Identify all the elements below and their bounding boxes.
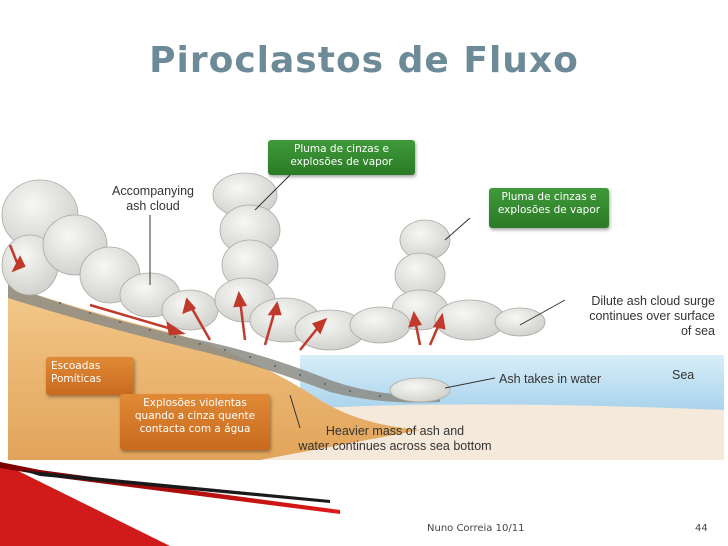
label-sea: Sea (672, 368, 694, 383)
slide-decoration (0, 462, 340, 546)
label-ash-takes-in-water: Ash takes in water (499, 372, 601, 387)
label-accompanying-line1: Accompanying (103, 184, 203, 199)
label-heavier-mass: Heavier mass of ash and water continues … (285, 424, 505, 454)
callout-pumice-flows: Escoadas Pomíticas (46, 357, 134, 395)
label-dilute-line2: continues over surface (570, 309, 715, 324)
label-accompanying-line2: ash cloud (103, 199, 203, 214)
callout-ash-plume-right: Pluma de cinzas e explosões de vapor (489, 188, 609, 228)
label-heavier-line2: water continues across sea bottom (285, 439, 505, 454)
label-heavier-line1: Heavier mass of ash and (285, 424, 505, 439)
label-dilute-line3: of sea (570, 324, 715, 339)
label-dilute-line1: Dilute ash cloud surge (570, 294, 715, 309)
callout-ash-plume-center: Pluma de cinzas e explosões de vapor (268, 140, 415, 175)
page-number: 44 (695, 523, 708, 534)
footer-author: Nuno Correia 10/11 (427, 523, 524, 534)
callout-violent-explosions: Explosões violentas quando a cinza quent… (120, 394, 270, 450)
ash-takes-in-water-cloud (390, 378, 450, 402)
label-dilute-ash-cloud-surge: Dilute ash cloud surge continues over su… (570, 294, 715, 339)
label-accompanying-ash-cloud: Accompanying ash cloud (103, 184, 203, 214)
